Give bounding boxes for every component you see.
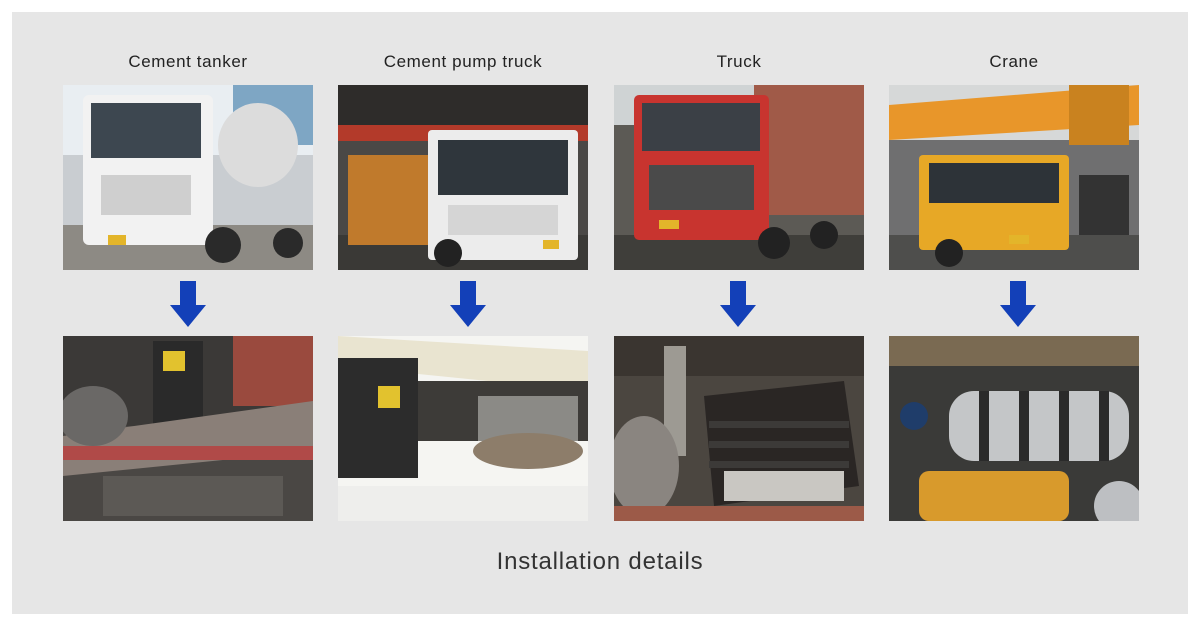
cement-pump-truck-installation-photo	[338, 336, 588, 521]
label-truck: Truck	[716, 52, 762, 71]
label-cement-pump-truck: Cement pump truck	[383, 52, 543, 71]
cement-tanker-photo	[63, 85, 313, 270]
truck-photo	[614, 85, 864, 270]
crane-photo	[889, 85, 1139, 270]
cement-pump-truck-photo	[338, 85, 588, 270]
truck-installation-photo	[614, 336, 864, 521]
cement-tanker-installation-photo	[63, 336, 313, 521]
label-cement-tanker: Cement tanker	[128, 52, 248, 71]
label-crane: Crane	[989, 52, 1039, 71]
arrow-down-icon	[720, 281, 756, 327]
arrow-down-icon	[1000, 281, 1036, 327]
crane-installation-photo	[889, 336, 1139, 521]
arrow-down-icon	[170, 281, 206, 327]
installation-details-caption: Installation details	[496, 548, 704, 575]
arrow-down-icon	[450, 281, 486, 327]
